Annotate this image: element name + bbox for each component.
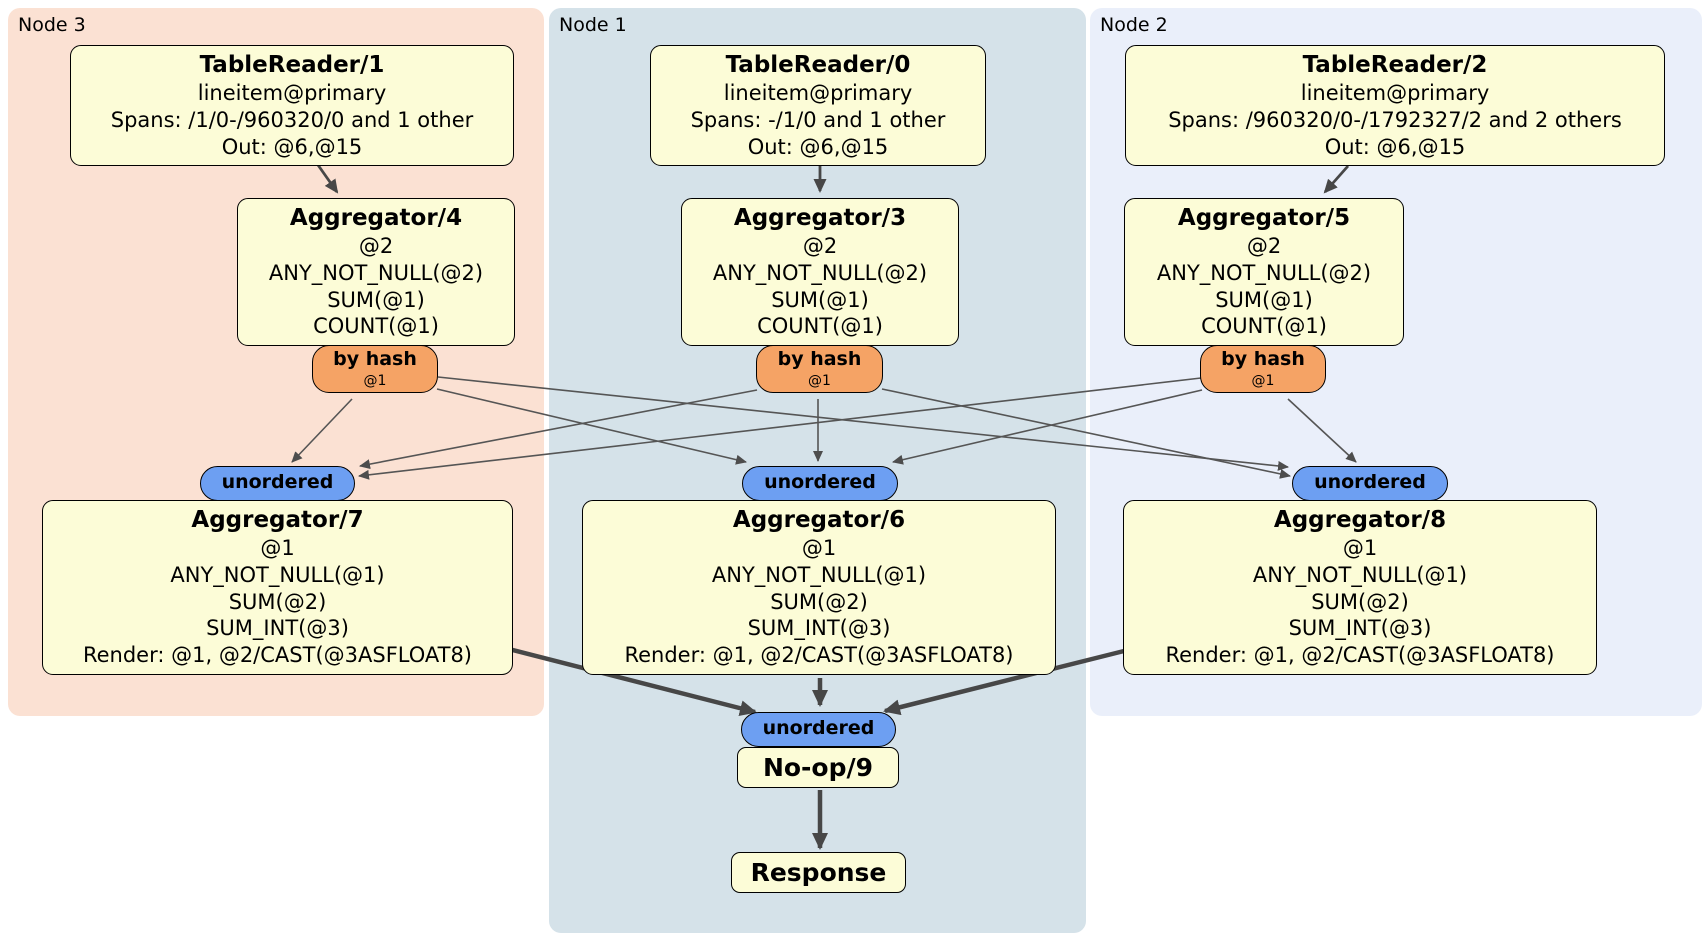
unordered-sync-middle: unordered [742,466,898,501]
aggregator-4-fn3: COUNT(@1) [313,314,439,339]
aggregator-4-fn2: SUM(@1) [327,287,425,312]
tablereader-0-spans: Spans: -/1/0 and 1 other [690,108,946,133]
noop-box: No-op/9 [737,747,899,788]
tablereader-2-index: lineitem@primary [1300,81,1490,106]
aggregator-8-group: @1 [1342,536,1378,561]
aggregator-4-title: Aggregator/4 [289,205,463,231]
aggregator-6-render: Render: @1, @2/CAST(@3ASFLOAT8) [624,643,1014,668]
aggregator-7-fn3: SUM_INT(@3) [206,616,349,641]
aggregator-3-fn1: ANY_NOT_NULL(@2) [712,261,928,286]
tablereader-2-box: TableReader/2 lineitem@primary Spans: /9… [1125,45,1665,167]
byhash-router-middle-label: by hash [777,348,862,370]
aggregator-6-title: Aggregator/6 [732,507,906,533]
aggregator-8-title: Aggregator/8 [1273,507,1447,533]
tablereader-1-title: TableReader/1 [199,52,385,78]
aggregator-8-render: Render: @1, @2/CAST(@3ASFLOAT8) [1165,643,1555,668]
byhash-router-left-key: @1 [363,372,387,389]
byhash-router-middle-key: @1 [808,372,831,389]
unordered-sync-left: unordered [200,466,355,501]
tablereader-2-title: TableReader/2 [1302,52,1488,78]
aggregator-7-group: @1 [260,536,295,561]
tablereader-1-spans: Spans: /1/0-/960320/0 and 1 other [110,108,474,133]
aggregator-8-fn2: SUM(@2) [1311,589,1409,614]
aggregator-8-fn1: ANY_NOT_NULL(@1) [1252,563,1468,588]
aggregator-5-fn1: ANY_NOT_NULL(@2) [1156,261,1372,286]
aggregator-3-box: Aggregator/3 @2 ANY_NOT_NULL(@2) SUM(@1)… [681,198,959,347]
aggregator-8-box: Aggregator/8 @1 ANY_NOT_NULL(@1) SUM(@2)… [1123,500,1597,675]
byhash-router-middle: by hash @1 [756,345,883,393]
aggregator-3-fn2: SUM(@1) [771,287,869,312]
tablereader-1-box: TableReader/1 lineitem@primary Spans: /1… [70,45,514,167]
aggregator-4-fn1: ANY_NOT_NULL(@2) [268,261,484,286]
byhash-router-right-key: @1 [1251,372,1275,389]
aggregator-6-group: @1 [801,536,837,561]
aggregator-7-fn1: ANY_NOT_NULL(@1) [170,563,385,588]
aggregator-7-box: Aggregator/7 @1 ANY_NOT_NULL(@1) SUM(@2)… [42,500,513,675]
byhash-router-right-label: by hash [1221,348,1305,370]
aggregator-6-fn1: ANY_NOT_NULL(@1) [711,563,927,588]
region-label-node-2: Node 2 [1100,14,1168,36]
tablereader-2-out: Out: @6,@15 [1324,134,1466,159]
response-box: Response [731,852,906,893]
tablereader-0-box: TableReader/0 lineitem@primary Spans: -/… [650,45,986,167]
aggregator-7-render: Render: @1, @2/CAST(@3ASFLOAT8) [82,643,473,668]
tablereader-0-title: TableReader/0 [725,52,911,78]
aggregator-6-fn3: SUM_INT(@3) [747,616,891,641]
region-label-node-1: Node 1 [559,14,627,36]
tablereader-1-index: lineitem@primary [197,81,387,106]
aggregator-5-fn3: COUNT(@1) [1201,314,1327,339]
aggregator-5-fn2: SUM(@1) [1215,287,1313,312]
aggregator-6-fn2: SUM(@2) [770,589,868,614]
aggregator-3-group: @2 [802,234,838,259]
tablereader-0-index: lineitem@primary [723,81,913,106]
byhash-router-right: by hash @1 [1200,345,1326,393]
aggregator-4-box: Aggregator/4 @2 ANY_NOT_NULL(@2) SUM(@1)… [237,198,515,347]
aggregator-3-fn3: COUNT(@1) [757,314,883,339]
region-label-node-3: Node 3 [18,14,86,36]
aggregator-5-box: Aggregator/5 @2 ANY_NOT_NULL(@2) SUM(@1)… [1124,198,1404,347]
unordered-sync-right: unordered [1292,466,1448,501]
aggregator-5-title: Aggregator/5 [1177,205,1351,231]
tablereader-2-spans: Spans: /960320/0-/1792327/2 and 2 others [1168,108,1622,133]
aggregator-8-fn3: SUM_INT(@3) [1288,616,1432,641]
tablereader-0-out: Out: @6,@15 [747,134,889,159]
unordered-sync-final: unordered [741,712,896,747]
aggregator-4-group: @2 [358,234,394,259]
byhash-router-left-label: by hash [333,348,417,370]
aggregator-7-title: Aggregator/7 [191,507,364,533]
tablereader-1-out: Out: @6,@15 [221,134,363,159]
byhash-router-left: by hash @1 [312,345,438,393]
aggregator-6-box: Aggregator/6 @1 ANY_NOT_NULL(@1) SUM(@2)… [582,500,1056,675]
aggregator-3-title: Aggregator/3 [733,205,907,231]
aggregator-7-fn2: SUM(@2) [228,589,327,614]
aggregator-5-group: @2 [1246,234,1282,259]
